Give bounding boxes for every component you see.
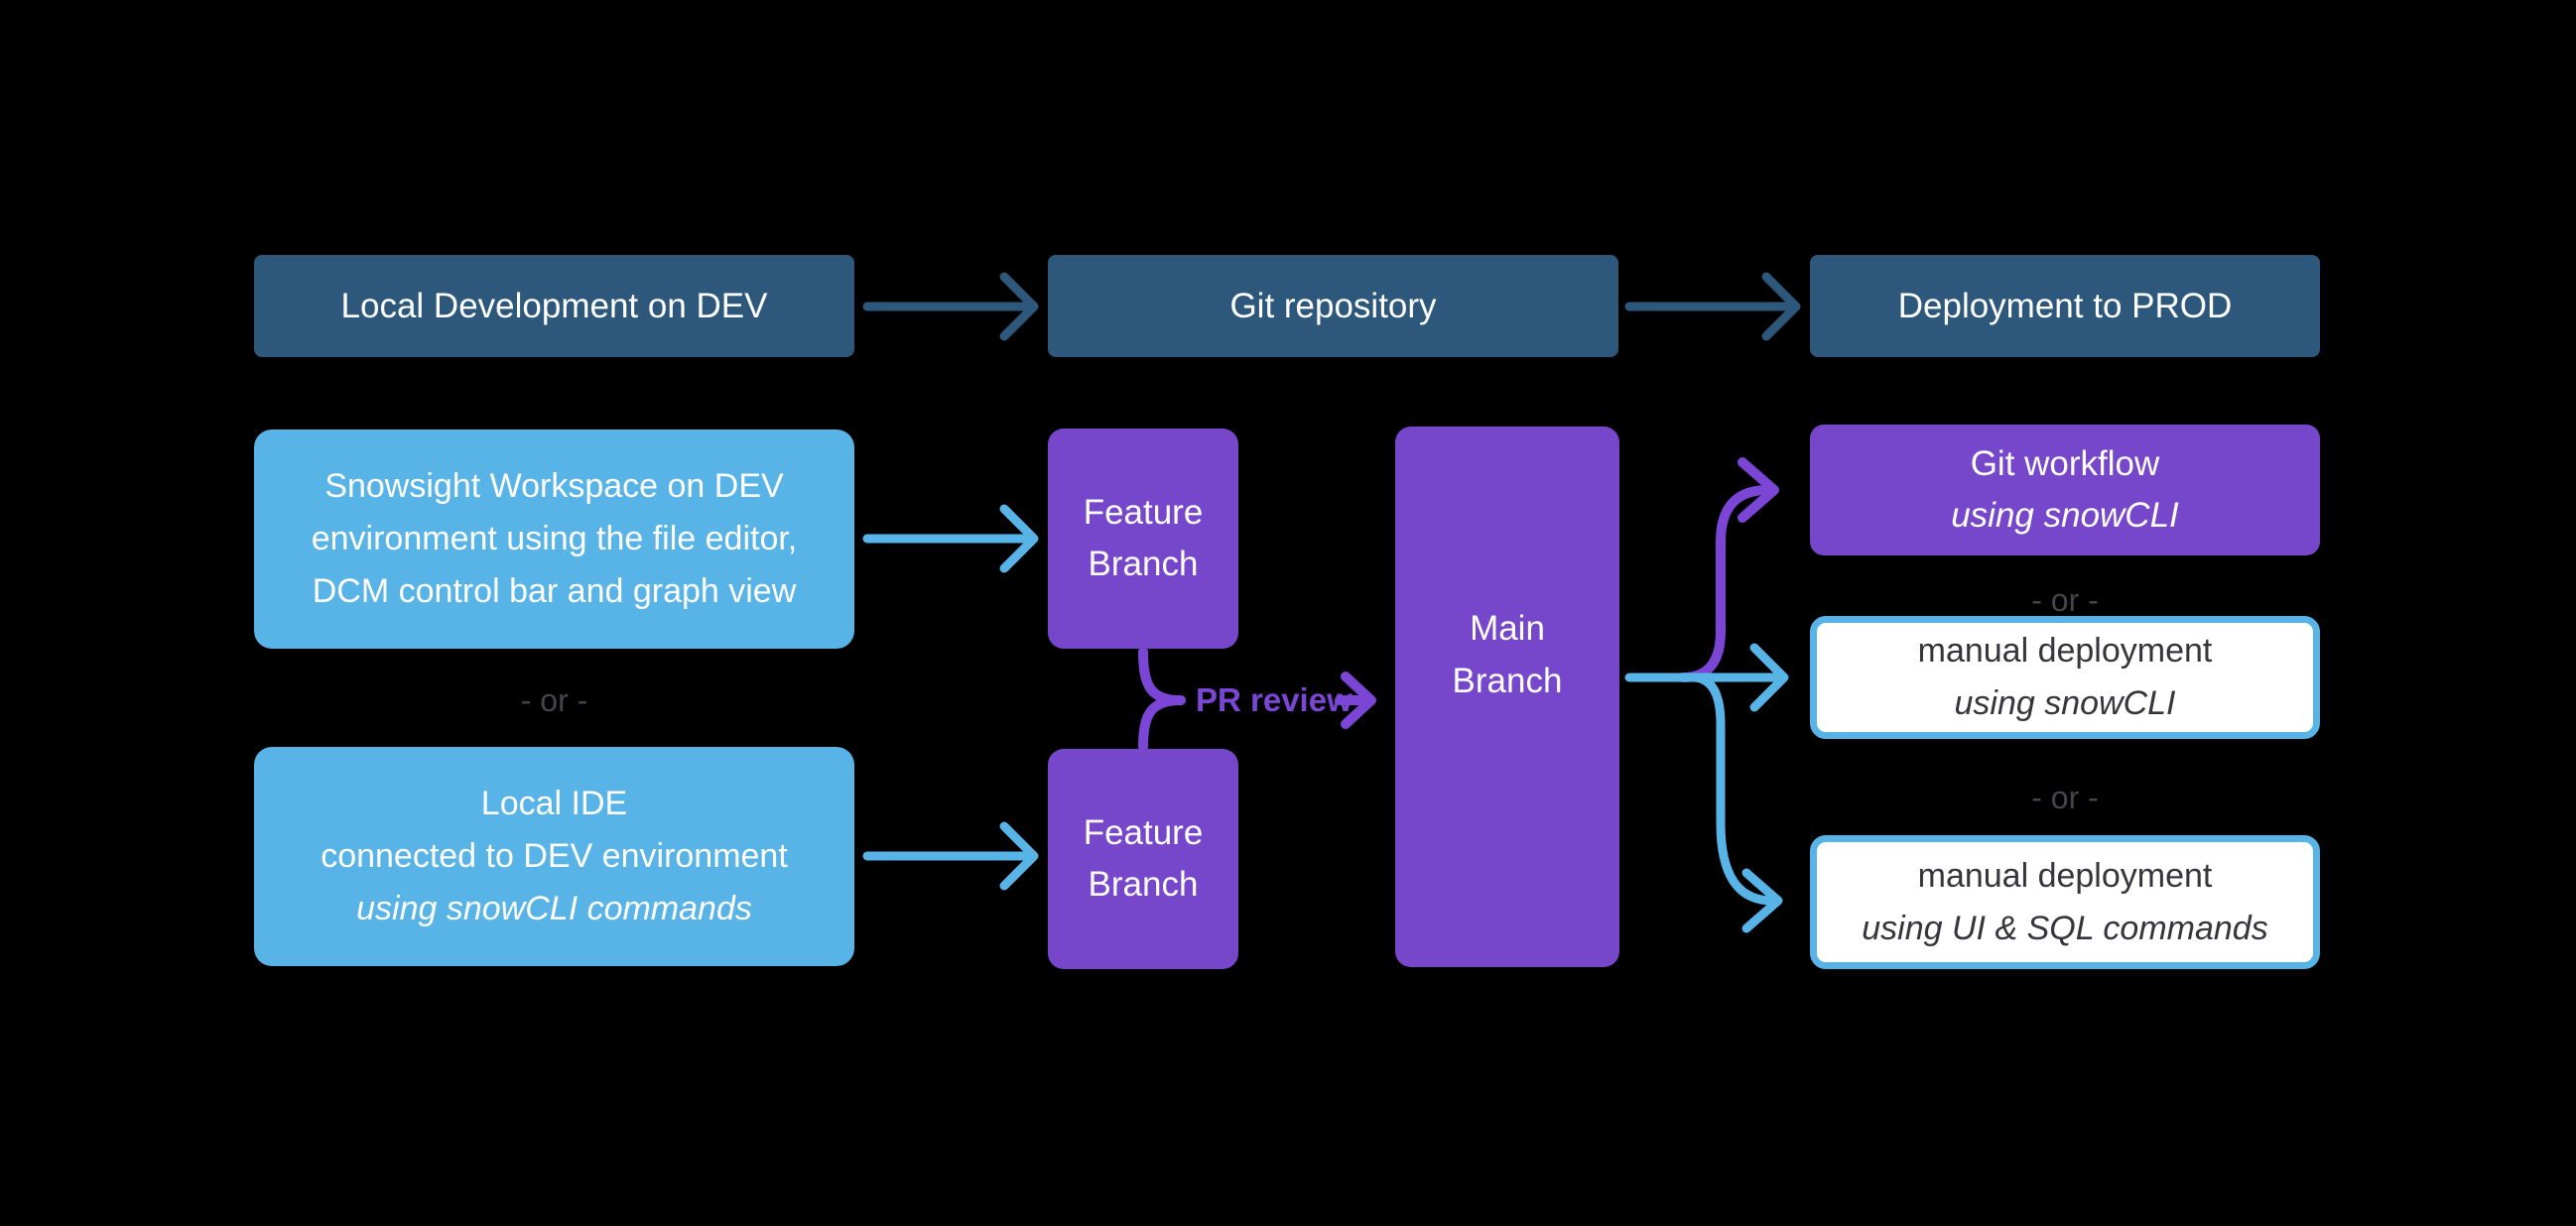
git-workflow-box: Git workflow using snowCLI	[1810, 425, 2320, 555]
pr-review-label: PR review	[1196, 681, 1352, 718]
snowsight-line-1: Snowsight Workspace on DEV	[324, 467, 784, 506]
git-workflow-line-1: Git workflow	[1970, 443, 2160, 483]
feature-branch-2-line-1: Feature	[1083, 812, 1204, 852]
arrow-localide-to-feature2-head	[999, 821, 1039, 891]
pr-merge-brace-bottom	[1138, 695, 1186, 752]
snowsight-workspace-box: Snowsight Workspace on DEV environment u…	[254, 429, 854, 649]
deployment-prod-box: Deployment to PROD	[1810, 255, 2320, 357]
feature-branch-2-box: Feature Branch	[1048, 749, 1238, 969]
feature-branch-1-line-2: Branch	[1088, 545, 1199, 583]
main-branch-line-1: Main	[1470, 609, 1545, 648]
local-ide-box: Local IDE connected to DEV environment u…	[254, 747, 854, 966]
main-branch-box: Main Branch	[1395, 427, 1619, 967]
arrow-localdev-to-gitrepo-head	[999, 272, 1039, 341]
feature-branch-1-box: Feature Branch	[1048, 429, 1238, 649]
git-repository-label: Git repository	[1229, 286, 1437, 325]
arrow-main-to-manualui-curve	[1688, 673, 1777, 906]
local-ide-line-1: Local IDE	[480, 785, 628, 823]
snowsight-line-3: DCM control bar and graph view	[312, 571, 797, 610]
manual-cli-line-2: using snowCLI	[1954, 684, 2176, 722]
git-repository-box: Git repository	[1048, 255, 1618, 357]
local-ide-line-2: connected to DEV environment	[321, 837, 788, 876]
arrow-gitrepo-to-prod-head	[1761, 272, 1801, 341]
arrow-snowsight-to-feature1-head	[999, 504, 1039, 573]
feature-branch-2-line-2: Branch	[1088, 865, 1199, 904]
manual-cli-line-1: manual deployment	[1917, 632, 2213, 671]
arrow-main-to-manualui-head	[1741, 868, 1783, 933]
snowsight-line-2: environment using the file editor,	[311, 520, 798, 558]
arrow-main-to-gitworkflow-curve	[1678, 485, 1773, 682]
manual-deployment-cli-box: manual deployment using snowCLI	[1810, 616, 2320, 739]
local-ide-line-3: using snowCLI commands	[356, 889, 752, 927]
or-label-left: - or -	[520, 682, 588, 718]
or-label-right-1: - or -	[2031, 582, 2099, 618]
pr-merge-brace-top	[1138, 647, 1186, 705]
git-workflow-line-2: using snowCLI	[1951, 496, 2179, 535]
manual-ui-line-1: manual deployment	[1917, 856, 2213, 895]
arrow-main-to-gitworkflow-head	[1738, 457, 1779, 523]
manual-ui-line-2: using UI & SQL commands	[1862, 909, 2268, 947]
local-development-label: Local Development on DEV	[340, 286, 768, 325]
feature-branch-1-line-1: Feature	[1083, 492, 1204, 532]
main-branch-text: Main Branch	[1453, 603, 1563, 707]
main-branch-line-2: Branch	[1452, 661, 1563, 700]
manual-deployment-ui-box: manual deployment using UI & SQL command…	[1810, 835, 2320, 969]
arrow-main-to-manualcli-head	[1749, 643, 1789, 712]
local-development-box: Local Development on DEV	[254, 255, 854, 357]
or-label-right-2: - or -	[2031, 780, 2099, 815]
deployment-prod-label: Deployment to PROD	[1897, 286, 2233, 325]
